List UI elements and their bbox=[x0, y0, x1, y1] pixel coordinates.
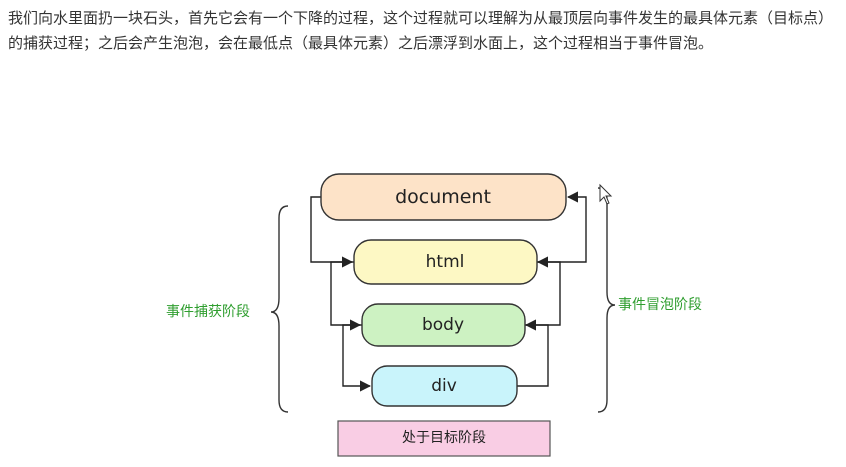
node-div-label: div bbox=[431, 376, 457, 396]
node-html-label: html bbox=[426, 252, 465, 272]
bubble-arrows bbox=[517, 191, 587, 387]
intro-paragraph: 我们向水里面扔一块石头，首先它会有一个下降的过程，这个过程就可以理解为从最顶层向… bbox=[8, 9, 834, 52]
target-phase-box: 处于目标阶段 bbox=[337, 420, 551, 457]
node-div: div bbox=[371, 365, 518, 407]
capture-arrows bbox=[310, 196, 372, 392]
cursor-icon bbox=[599, 183, 613, 205]
capture-phase-label: 事件捕获阶段 bbox=[166, 304, 250, 320]
node-body-label: body bbox=[422, 315, 464, 335]
node-body: body bbox=[361, 303, 526, 347]
capture-brace bbox=[270, 205, 289, 413]
target-phase-label: 处于目标阶段 bbox=[402, 430, 486, 446]
capture-arrow-body-div bbox=[342, 324, 372, 392]
bubble-arrow-html-document bbox=[537, 191, 587, 263]
bubble-phase-label: 事件冒泡阶段 bbox=[618, 297, 702, 313]
node-html: html bbox=[353, 239, 538, 285]
node-document-label: document bbox=[395, 186, 491, 208]
bubble-brace bbox=[597, 187, 616, 413]
node-document: document bbox=[320, 173, 567, 221]
